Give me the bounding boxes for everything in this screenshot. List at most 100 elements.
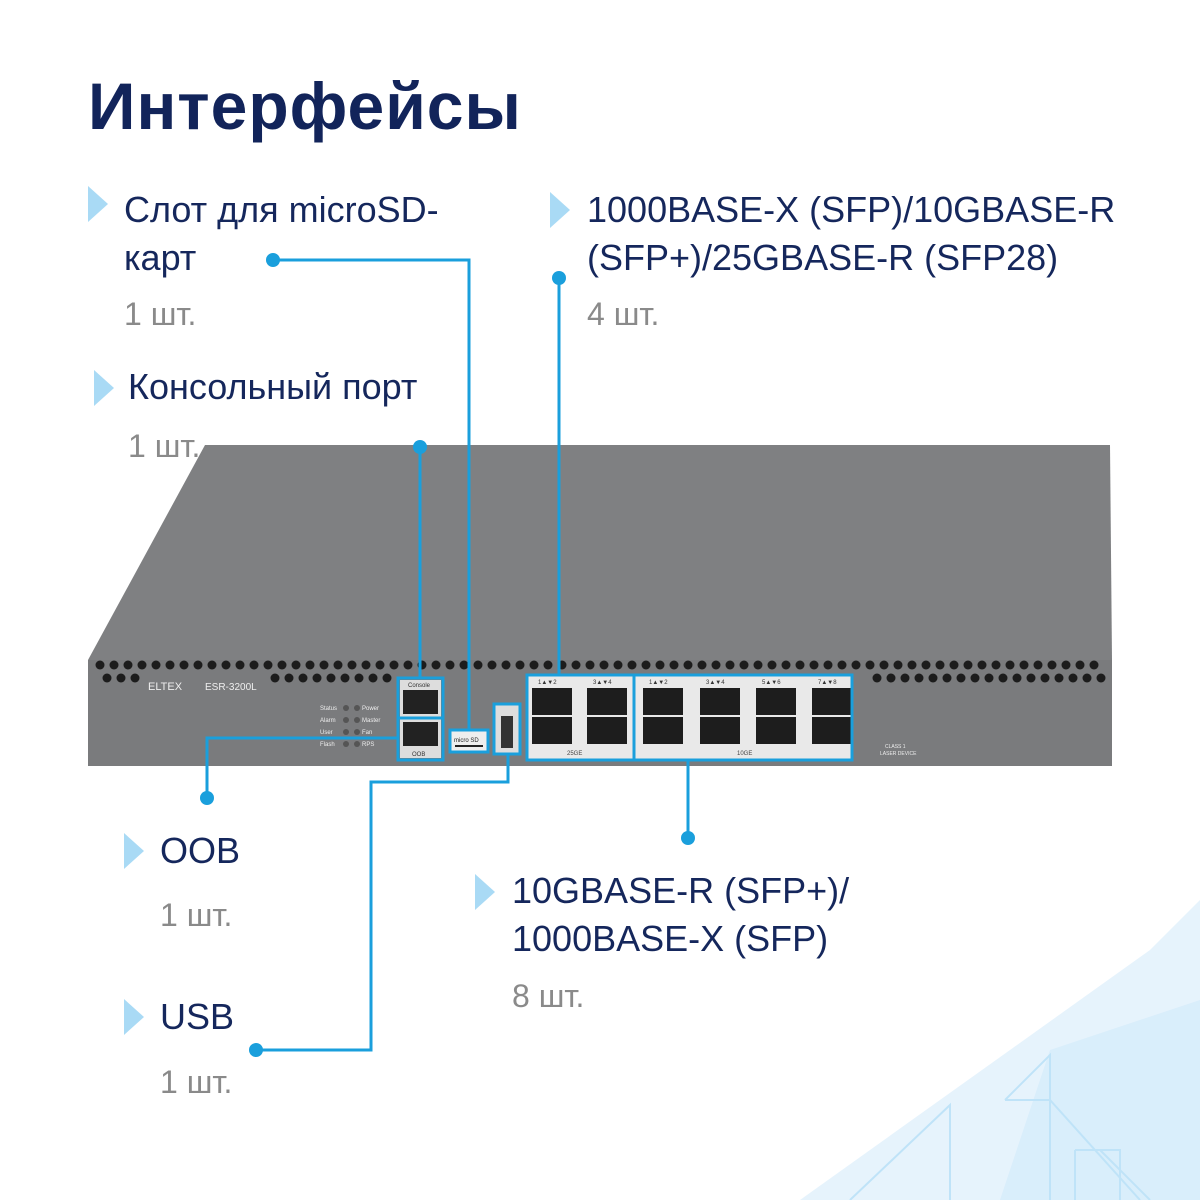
vent-hole <box>165 660 175 670</box>
vent-hole <box>1054 673 1064 683</box>
vent-hole <box>305 660 315 670</box>
vent-hole <box>207 660 217 670</box>
vent-hole <box>956 673 966 683</box>
vent-hole <box>893 660 903 670</box>
sfp-port-number: 3▲▼4 <box>593 680 612 686</box>
vent-hole <box>249 660 259 670</box>
vent-hole <box>487 660 497 670</box>
brand-logo: ELTEX <box>148 681 183 693</box>
sfp-port <box>756 717 796 744</box>
led-label: Status <box>320 706 337 712</box>
sfp-port <box>700 717 740 744</box>
vent-hole <box>347 660 357 670</box>
led-label: Master <box>362 718 380 724</box>
sfp-port <box>756 688 796 715</box>
console-count: 1 шт. <box>128 428 201 464</box>
sfp-port <box>587 717 627 744</box>
console-port-label: Console <box>408 683 431 689</box>
vent-hole <box>669 660 679 670</box>
vent-hole <box>382 673 392 683</box>
vent-hole <box>1075 660 1085 670</box>
vent-hole <box>1005 660 1015 670</box>
vent-hole <box>998 673 1008 683</box>
arrow-marker-icon <box>88 186 108 222</box>
vent-hole <box>298 673 308 683</box>
sfp-port <box>643 717 683 744</box>
vent-hole <box>312 673 322 683</box>
arrow-marker-icon <box>550 192 570 228</box>
led-indicator <box>354 717 360 723</box>
vent-hole <box>599 660 609 670</box>
svg-text:LASER DEVICE: LASER DEVICE <box>880 751 917 757</box>
led-label: Flash <box>320 742 335 748</box>
led-label: Power <box>362 706 379 712</box>
vent-hole <box>781 660 791 670</box>
microsd-count: 1 шт. <box>124 296 197 332</box>
vent-hole <box>501 660 511 670</box>
sfp-port <box>532 688 572 715</box>
arrow-marker-icon <box>124 999 144 1035</box>
vent-hole <box>571 660 581 670</box>
svg-text:CLASS 1: CLASS 1 <box>885 744 906 750</box>
oob-count: 1 шт. <box>160 897 233 933</box>
vent-hole <box>95 660 105 670</box>
vent-hole <box>739 660 749 670</box>
sfp-port <box>812 688 852 715</box>
page-title: Интерфейсы <box>88 69 522 143</box>
vent-hole <box>515 660 525 670</box>
sfp-port-number: 1▲▼2 <box>538 680 557 686</box>
vent-hole <box>1089 660 1099 670</box>
vent-hole <box>354 673 364 683</box>
led-indicator <box>354 705 360 711</box>
vent-hole <box>235 660 245 670</box>
led-label: Fan <box>362 730 372 736</box>
usb-count: 1 шт. <box>160 1064 233 1100</box>
vent-hole <box>837 660 847 670</box>
vent-hole <box>1040 673 1050 683</box>
vent-hole <box>753 660 763 670</box>
oob-label: OOB <box>160 830 241 871</box>
vent-hole <box>613 660 623 670</box>
vent-hole <box>529 660 539 670</box>
usb-port <box>501 716 513 748</box>
console-label: Консольный порт <box>128 366 418 407</box>
led-indicator <box>354 729 360 735</box>
vent-hole <box>711 660 721 670</box>
vent-hole <box>1026 673 1036 683</box>
vent-hole <box>641 660 651 670</box>
vent-hole <box>914 673 924 683</box>
led-label: Alarm <box>320 718 336 724</box>
sfp-port-number: 7▲▼8 <box>818 680 837 686</box>
vent-hole <box>585 660 595 670</box>
vent-hole <box>886 673 896 683</box>
led-indicator <box>343 717 349 723</box>
oob-port-label: OOB <box>412 752 425 758</box>
vent-hole <box>795 660 805 670</box>
microsd-slot <box>455 745 483 747</box>
vent-hole <box>431 660 441 670</box>
sfp-port <box>812 717 852 744</box>
vent-hole <box>1012 673 1022 683</box>
usb-label: USB <box>160 996 235 1037</box>
vent-hole <box>767 660 777 670</box>
sfp-port-number: 5▲▼6 <box>762 680 781 686</box>
sfp28-count: 4 шт. <box>587 296 660 332</box>
led-label: User <box>320 730 333 736</box>
vent-hole <box>375 660 385 670</box>
callout-dots <box>200 253 695 1057</box>
vent-hole <box>193 660 203 670</box>
vent-hole <box>879 660 889 670</box>
vent-hole <box>949 660 959 670</box>
sfp-plus-count: 8 шт. <box>512 978 585 1014</box>
svg-text:10GE: 10GE <box>737 751 752 757</box>
vent-hole <box>389 660 399 670</box>
vent-hole <box>1082 673 1092 683</box>
arrow-marker-icon <box>475 874 495 910</box>
vent-hole <box>263 660 273 670</box>
vent-hole <box>284 673 294 683</box>
vent-hole <box>977 660 987 670</box>
sfp-port-number: 1▲▼2 <box>649 680 668 686</box>
led-indicator <box>343 705 349 711</box>
vent-hole <box>109 660 119 670</box>
